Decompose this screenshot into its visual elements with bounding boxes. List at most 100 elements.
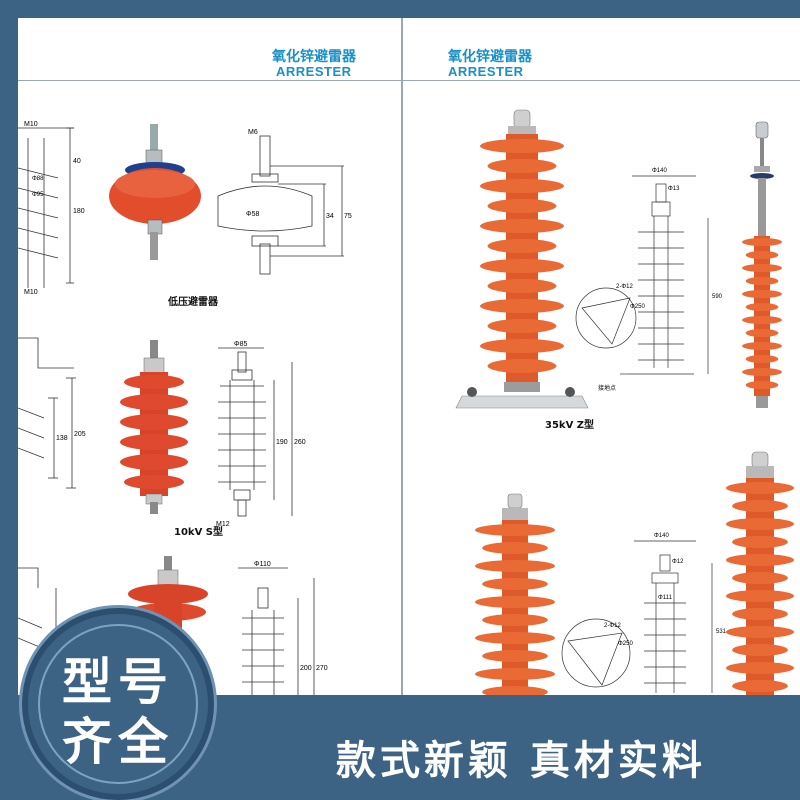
insulator-shed	[487, 239, 557, 253]
insulator-shed	[482, 614, 548, 626]
insulator-shed	[487, 199, 557, 213]
insulator-shed	[745, 277, 779, 285]
insulator-shed	[732, 644, 788, 656]
low-voltage-arrester-photo	[109, 124, 201, 260]
insulator-shed	[742, 290, 782, 298]
insulator-shed	[480, 179, 564, 193]
dim-label: Φ88	[32, 176, 44, 182]
insulator-shed	[745, 381, 779, 389]
mid-left-dimension-drawing: 138 205	[18, 337, 86, 489]
catalog-spread: 氧化锌避雷器 ARRESTER M10 40 180 Φ88 Φ95 M10	[18, 18, 800, 695]
dim-label: 138	[56, 435, 68, 442]
dim-label: Φ12	[672, 559, 684, 565]
dim-label: M12	[216, 521, 230, 528]
badge-inner-ring	[38, 624, 198, 784]
caption-s-type: 10kV S型	[174, 527, 223, 538]
insulator-shed	[745, 251, 779, 259]
right-header-cn: 氧化锌避雷器	[448, 49, 532, 65]
dim-label: M10	[24, 289, 38, 296]
left-catalog-page: 氧化锌避雷器 ARRESTER M10 40 180 Φ88 Φ95 M10	[18, 18, 402, 695]
s-type-arrester-photo	[120, 340, 188, 514]
bottom-arrester-photo-2	[475, 493, 555, 695]
insulator-shed	[726, 590, 794, 602]
dim-label: 590	[712, 294, 723, 300]
left-header-rule	[18, 80, 402, 81]
insulator-shed	[726, 662, 794, 674]
dim-label: Φ85	[234, 341, 247, 348]
dim-label: Φ58	[246, 211, 259, 218]
insulator-shed	[742, 238, 782, 246]
insulator-shed	[487, 279, 557, 293]
insulator-shed	[482, 578, 548, 590]
insulator-shed	[745, 355, 779, 363]
slim-arrester-photo	[742, 121, 782, 408]
bottom-dimension-drawing-2: Φ140 Φ12 Φ111 2-Φ12 Φ250 531	[561, 533, 727, 693]
bottom-dimension-drawing: Φ110 200 270	[238, 561, 328, 695]
dim-label: 40	[73, 158, 81, 165]
insulator-shed	[745, 329, 779, 337]
insulator-shed	[487, 319, 557, 333]
insulator-shed	[742, 264, 782, 272]
right-header-en: ARRESTER	[448, 64, 524, 79]
dim-label: Φ140	[652, 168, 667, 174]
insulator-shed	[742, 368, 782, 376]
insulator-shed	[480, 139, 564, 153]
insulator-shed	[726, 482, 794, 494]
insulator-shed	[475, 668, 555, 680]
insulator-shed	[475, 596, 555, 608]
insulator-shed	[732, 608, 788, 620]
insulator-shed	[732, 536, 788, 548]
dim-label: 180	[73, 208, 85, 215]
dim-label: 200	[300, 665, 312, 672]
s-type-dimension-drawing: Φ85 190 260 M12	[216, 341, 306, 528]
insulator-shed	[475, 560, 555, 572]
insulator-shed	[480, 219, 564, 233]
insulator-shed	[732, 680, 788, 692]
top-left-dimension-drawing: M10 40 180 Φ88 Φ95 M10	[18, 121, 85, 296]
insulator-shed	[480, 259, 564, 273]
dim-label: Φ110	[254, 561, 271, 568]
dim-label: Φ250	[630, 304, 645, 310]
insulator-shed	[475, 524, 555, 536]
dim-label: M6	[248, 129, 258, 136]
insulator-shed	[745, 303, 779, 311]
dim-label: 接地点	[598, 384, 616, 392]
insulator-shed	[475, 632, 555, 644]
dim-label: 190	[276, 439, 288, 446]
insulator-shed	[482, 686, 548, 695]
z-type-dimension-drawing: Φ140 Φ13 2-Φ12 Φ250 590 接地点	[575, 168, 723, 392]
insulator-shed	[732, 500, 788, 512]
slogan-text: 款式新颖 真材实料	[336, 738, 706, 784]
badge-circle: 型号 齐全	[22, 608, 214, 800]
dim-label: 2-Φ12	[616, 284, 633, 290]
caption-low-voltage: 低压避雷器	[168, 297, 218, 308]
insulator-shed	[480, 299, 564, 313]
left-header-en: ARRESTER	[276, 64, 352, 79]
insulator-shed	[726, 554, 794, 566]
insulator-shed	[482, 542, 548, 554]
insulator-shed	[726, 626, 794, 638]
dim-label: M10	[24, 121, 38, 128]
dim-label: 205	[74, 431, 86, 438]
badge-line-2: 齐全	[62, 713, 174, 771]
caption-z-type: 35kV Z型	[545, 420, 595, 431]
dim-label: 75	[344, 213, 352, 220]
bottom-arrester-photo-3	[726, 451, 794, 695]
low-voltage-dimension-drawing: M6 Φ58 34 75	[217, 129, 352, 275]
z-type-arrester-photo	[455, 109, 589, 409]
badge-line-1: 型号	[62, 653, 174, 711]
insulator-shed	[742, 342, 782, 350]
dim-label: 270	[316, 665, 328, 672]
dim-label: 531	[716, 629, 727, 635]
dim-label: Φ95	[32, 192, 44, 198]
left-header-cn: 氧化锌避雷器	[272, 49, 356, 65]
insulator-shed	[482, 650, 548, 662]
right-catalog-page: 氧化锌避雷器 ARRESTER	[402, 18, 800, 695]
dim-label: 34	[326, 213, 334, 220]
dim-label: Φ13	[668, 186, 680, 192]
dim-label: Φ250	[618, 641, 633, 647]
insulator-shed	[732, 572, 788, 584]
insulator-shed	[726, 518, 794, 530]
dim-label: Φ140	[654, 533, 669, 539]
insulator-shed	[487, 159, 557, 173]
